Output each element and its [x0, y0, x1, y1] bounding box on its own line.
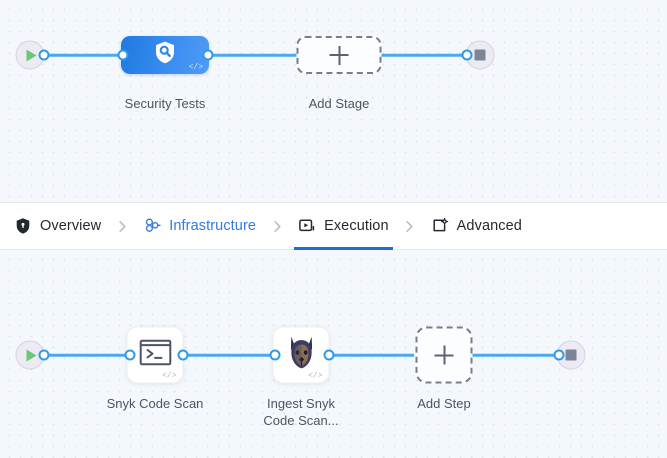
- tab-infrastructure-label: Infrastructure: [169, 218, 257, 234]
- wire-start-to-snyk-scan: [30, 353, 130, 357]
- terminal-icon: [139, 339, 171, 371]
- tab-execution[interactable]: Execution: [294, 203, 393, 250]
- tab-advanced[interactable]: Advanced: [427, 203, 526, 250]
- stage-canvas[interactable]: </> Security Tests Add Stage: [0, 0, 667, 202]
- play-icon: [26, 349, 36, 361]
- play-box-icon: [298, 217, 316, 235]
- step-node-snyk-code-scan[interactable]: </>: [126, 326, 184, 384]
- step-label-line2: Code Scan...: [263, 413, 339, 428]
- tab-infrastructure[interactable]: Infrastructure: [139, 203, 260, 250]
- tab-advanced-label: Advanced: [456, 218, 522, 234]
- ingest-input-port[interactable]: [269, 349, 281, 361]
- step-label-snyk-code-scan: Snyk Code Scan: [106, 396, 204, 411]
- step-end-input-port[interactable]: [553, 349, 565, 361]
- add-step-button[interactable]: [415, 326, 473, 384]
- add-stage-label: Add Stage: [308, 96, 370, 111]
- step-start-output-port[interactable]: [38, 349, 50, 361]
- wire-addstep-to-end: [472, 353, 570, 357]
- shield-search-icon: [153, 40, 177, 70]
- step-canvas[interactable]: </> Snyk Code Scan </>: [0, 250, 667, 458]
- security-input-port[interactable]: [117, 49, 129, 61]
- code-badge: </>: [308, 371, 323, 381]
- tab-overview-label: Overview: [40, 218, 102, 234]
- play-icon: [26, 49, 36, 61]
- ingest-output-port[interactable]: [323, 349, 335, 361]
- wire-snyk-scan-to-ingest: [183, 353, 275, 357]
- end-input-port[interactable]: [461, 49, 473, 61]
- stage-node-security-tests[interactable]: </>: [121, 36, 209, 74]
- security-output-port[interactable]: [202, 49, 214, 61]
- tab-overview[interactable]: Overview: [10, 203, 105, 250]
- code-badge: </>: [162, 371, 177, 381]
- stop-icon: [565, 349, 577, 361]
- step-node-ingest-snyk-code-scan[interactable]: </>: [272, 326, 330, 384]
- chevron-right-icon: [105, 219, 139, 234]
- stop-icon: [474, 49, 486, 61]
- card-gear-icon: [431, 217, 449, 235]
- pipeline-end-node[interactable]: [465, 40, 495, 70]
- stage-label-security-tests: Security Tests: [124, 96, 206, 111]
- start-output-port[interactable]: [38, 49, 50, 61]
- snyk-dog-icon: [286, 336, 316, 375]
- wire-ingest-to-addstep: [329, 353, 414, 357]
- nodes-cluster-icon: [143, 217, 161, 235]
- pipeline-tab-bar[interactable]: Overview Infrastructure: [0, 202, 667, 250]
- shield-icon: [14, 217, 32, 235]
- snyk-scan-output-port[interactable]: [177, 349, 189, 361]
- code-badge: </>: [188, 63, 203, 72]
- tab-execution-label: Execution: [324, 218, 389, 234]
- plus-icon: [329, 45, 349, 65]
- wire-start-to-security: [30, 53, 165, 57]
- wire-addstage-to-end: [377, 53, 480, 57]
- plus-icon: [434, 345, 454, 365]
- chevron-right-icon-2: [260, 219, 294, 234]
- step-label-line1: Ingest Snyk: [267, 396, 335, 411]
- snyk-scan-input-port[interactable]: [124, 349, 136, 361]
- step-label-ingest-snyk-code-scan: Ingest Snyk Code Scan...: [226, 395, 376, 429]
- chevron-right-icon-3: [393, 219, 427, 234]
- add-step-label: Add Step: [417, 396, 471, 411]
- wire-security-to-addstage: [208, 53, 300, 57]
- add-stage-button[interactable]: [296, 36, 382, 74]
